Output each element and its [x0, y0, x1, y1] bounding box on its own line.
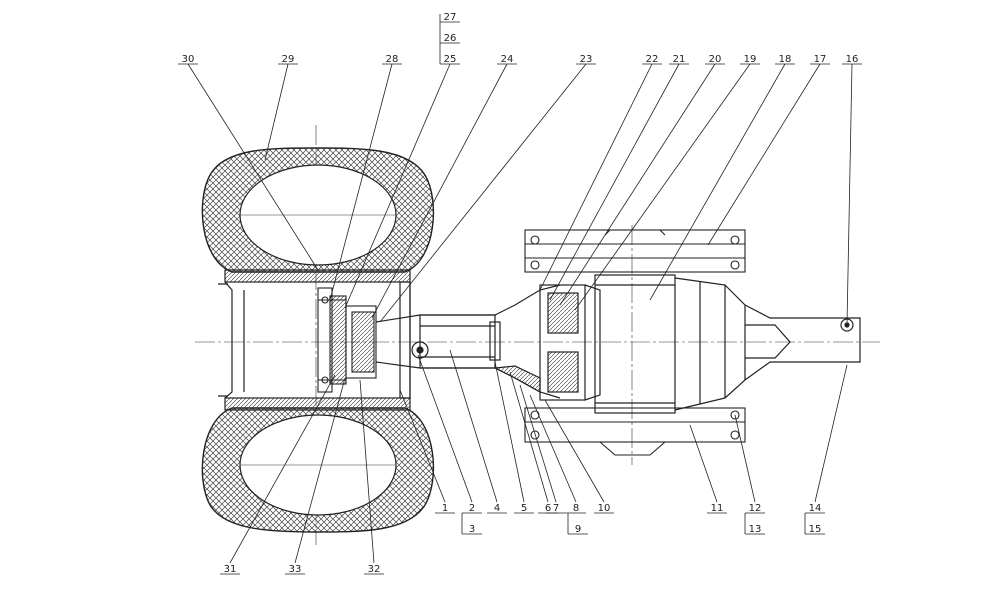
mounting-plates: [524, 229, 746, 456]
part-label-26: 26: [444, 33, 457, 44]
part-label-14: 14: [809, 503, 822, 514]
part-label-6: 6: [545, 503, 551, 514]
part-label-31: 31: [224, 564, 237, 575]
part-label-8: 8: [573, 503, 579, 514]
part-label-24: 24: [501, 54, 514, 65]
part-label-16: 16: [846, 54, 859, 65]
axle-tube: [375, 284, 561, 399]
part-label-12: 12: [749, 503, 762, 514]
lower-tire: [201, 407, 435, 533]
part-label-15: 15: [809, 524, 822, 535]
wheel-rim: [218, 269, 411, 411]
part-label-2: 2: [469, 503, 475, 514]
part-label-30: 30: [182, 54, 195, 65]
drawbar: [744, 304, 861, 381]
part-label-33: 33: [289, 564, 302, 575]
part-label-9: 9: [575, 524, 581, 535]
part-label-7: 7: [553, 503, 559, 514]
part-label-19: 19: [744, 54, 757, 65]
part-label-23: 23: [580, 54, 593, 65]
upper-tire: [201, 147, 435, 273]
part-label-21: 21: [673, 54, 686, 65]
part-label-10: 10: [598, 503, 611, 514]
part-label-1: 1: [442, 503, 448, 514]
part-label-18: 18: [779, 54, 792, 65]
leader-lines: [178, 14, 862, 575]
part-label-11: 11: [711, 503, 724, 514]
part-label-28: 28: [386, 54, 399, 65]
part-label-5: 5: [521, 503, 527, 514]
part-label-22: 22: [646, 54, 659, 65]
part-label-3: 3: [469, 524, 475, 535]
part-label-13: 13: [749, 524, 762, 535]
part-label-29: 29: [282, 54, 295, 65]
hub-assembly: [317, 287, 377, 393]
part-label-32: 32: [368, 564, 381, 575]
part-label-25: 25: [444, 54, 457, 65]
differential-carrier: [539, 274, 746, 414]
part-label-27: 27: [444, 12, 457, 23]
part-label-4: 4: [494, 503, 500, 514]
part-label-20: 20: [709, 54, 722, 65]
part-label-17: 17: [814, 54, 827, 65]
